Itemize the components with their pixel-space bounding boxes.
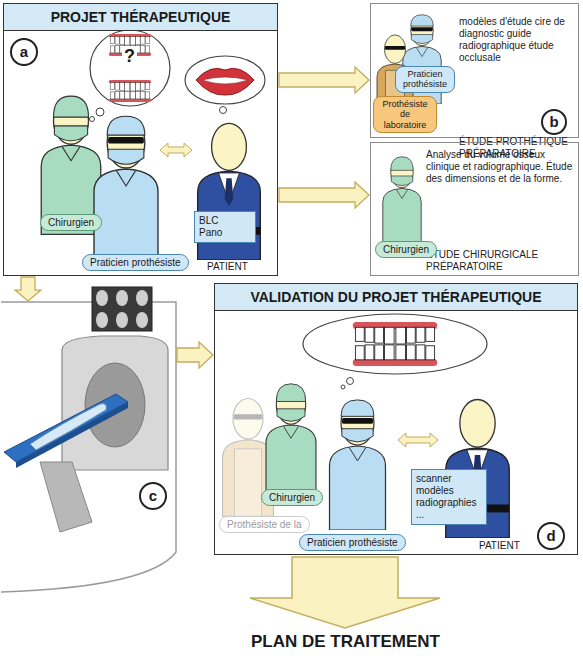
dentures xyxy=(353,322,437,366)
question-mark: ? xyxy=(122,46,137,68)
table-edge xyxy=(16,402,128,468)
ct-slice xyxy=(96,290,108,306)
ct-slice xyxy=(116,290,128,306)
callout-circle: d xyxy=(537,522,565,550)
document-box: BLC Pano xyxy=(194,211,256,243)
flow-arrow xyxy=(15,277,41,301)
role-tag: Chirurgien xyxy=(40,214,102,231)
ct-slice xyxy=(136,312,148,328)
flow-arrow xyxy=(177,342,213,368)
ct-slice xyxy=(116,312,128,328)
role-tag: Prothésiste de laboratoire xyxy=(373,96,437,133)
panel: modèles d'étude cire de diagnostic guide… xyxy=(370,3,579,138)
document-box: scanner modèles radiographies ... xyxy=(411,469,487,525)
panel: Analyse du volume osseux clinique et rad… xyxy=(370,142,579,276)
double-arrow xyxy=(398,433,438,447)
panel-title: VALIDATION DU PROJET THÉRAPEUTIQUE xyxy=(215,284,577,311)
ct-slice xyxy=(136,290,148,306)
flow-arrow xyxy=(279,182,369,208)
bubble-outline xyxy=(185,56,265,104)
scanned-patient xyxy=(30,404,106,450)
role-tag: Praticien prothésiste xyxy=(395,66,455,93)
panel-title: PROJET THÉRAPEUTIQUE xyxy=(4,4,277,31)
role-tag: Praticien prothésiste xyxy=(299,534,406,551)
table-stand xyxy=(40,462,92,532)
role-name: Chirurgien xyxy=(48,216,94,229)
bubble-tail xyxy=(220,107,227,114)
lips xyxy=(196,68,254,95)
role-name: Prothésiste de laboratoire xyxy=(378,99,432,130)
lips-teeth xyxy=(202,77,248,84)
result-title: PLAN DE TRAITEMENT xyxy=(251,632,440,652)
callout-letter: c xyxy=(139,482,167,510)
bubble-tail xyxy=(96,108,104,116)
panel: VALIDATION DU PROJET THÉRAPEUTIQUE Prothé… xyxy=(214,283,578,555)
task-list: modèles d'étude cire de diagnostic guide… xyxy=(459,16,577,64)
callout-circle: b xyxy=(541,109,567,135)
person-name: PATIENT xyxy=(206,261,249,273)
role-name: Prothésiste de la xyxy=(227,518,302,531)
bubble-outline xyxy=(90,30,170,106)
scanner-table xyxy=(4,394,128,462)
role-name: Chirurgien xyxy=(269,491,315,504)
callout-letter: d xyxy=(539,524,563,548)
result-arrow xyxy=(250,557,440,628)
flow-arrow xyxy=(279,67,369,93)
document-list: BLC Pano xyxy=(199,215,233,239)
role-name: Praticien prothésiste xyxy=(90,256,181,269)
bubble-tail xyxy=(341,385,345,389)
ct-scanner xyxy=(4,287,168,532)
callout-circle: a xyxy=(10,38,38,66)
bubble-tail xyxy=(347,378,354,385)
callout-letter: a xyxy=(12,40,36,64)
surgeon-figure xyxy=(266,384,316,500)
study-title: ÉTUDE CHIRURGICALE PRÉPARATOIRE xyxy=(426,249,574,273)
ct-images xyxy=(92,287,152,331)
person-name: PATIENT xyxy=(478,540,521,552)
smile-bubble xyxy=(185,56,265,114)
teeth-lower xyxy=(109,80,151,102)
scanner-region: c xyxy=(1,302,176,592)
ct-slice xyxy=(96,312,108,328)
role-name: Praticien prothésiste xyxy=(307,536,398,549)
task-list: Analyse du volume osseux clinique et rad… xyxy=(426,149,574,185)
double-arrow xyxy=(160,143,192,157)
document-list: scanner modèles radiographies ... xyxy=(416,473,482,521)
surgeon-figure xyxy=(383,157,421,246)
role-tag: Chirurgien xyxy=(261,489,323,506)
dentist-figure xyxy=(330,400,386,530)
region-outline xyxy=(1,302,176,592)
role-tag: Praticien prothésiste xyxy=(82,254,189,271)
bubble-outline xyxy=(303,314,487,374)
role-name: Chirurgien xyxy=(383,243,429,256)
speech-bubble xyxy=(303,314,487,389)
dentist-figure xyxy=(94,116,158,265)
role-tag: Prothésiste de la xyxy=(219,516,310,533)
panel: PROJET THÉRAPEUTIQUE aChirurgienPraticien… xyxy=(3,3,278,276)
callout-letter: b xyxy=(543,111,565,133)
bubble-tail xyxy=(90,117,95,122)
thought-bubble xyxy=(90,30,171,122)
role-tag: Chirurgien xyxy=(375,241,437,258)
role-name: Praticien prothésiste xyxy=(400,69,450,90)
